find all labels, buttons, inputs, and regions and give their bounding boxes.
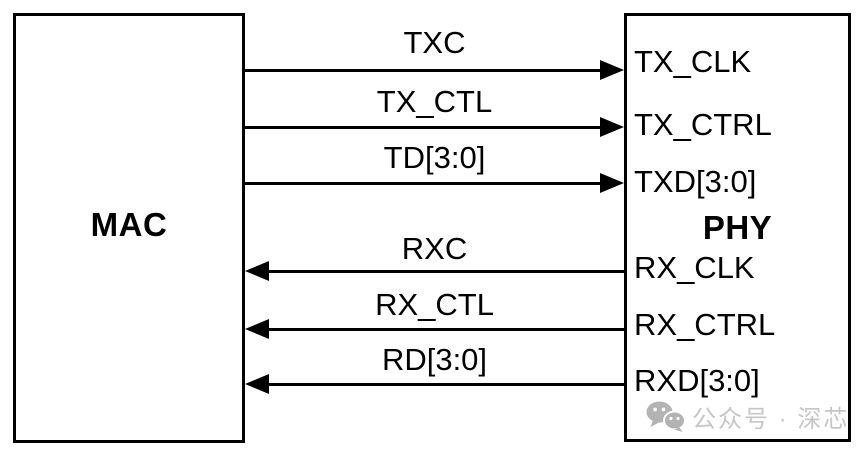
signal-wire-rxc (266, 270, 624, 273)
phy-port-label-rxd: RXD[3:0] (634, 363, 760, 398)
arrow-right-icon (600, 117, 624, 137)
signal-bus-label-tx-ctl: TX_CTL (376, 84, 493, 119)
signal-wire-rx-ctl (266, 328, 624, 331)
phy-port-label-rx-ctrl: RX_CTRL (634, 307, 776, 342)
arrow-right-icon (600, 173, 624, 193)
phy-block: PHY (624, 13, 851, 442)
watermark-text: 公众号 · 深芯 (692, 405, 850, 433)
arrow-left-icon (245, 261, 269, 281)
phy-port-label-tx-ctrl: TX_CTRL (634, 107, 772, 142)
signal-bus-label-txc: TXC (403, 25, 466, 60)
signal-wire-tx-ctl (245, 126, 603, 129)
phy-port-label-tx-clk: TX_CLK (634, 44, 752, 79)
signal-wire-txc (245, 69, 603, 72)
wechat-icon (646, 401, 686, 437)
phy-port-label-rx-clk: RX_CLK (634, 250, 755, 285)
arrow-right-icon (600, 60, 624, 80)
mac-block: MAC (13, 13, 245, 443)
arrow-left-icon (245, 319, 269, 339)
phy-block-label: PHY (702, 209, 773, 246)
signal-bus-label-td: TD[3:0] (383, 140, 486, 175)
signal-bus-label-rxc: RXC (401, 231, 468, 266)
mac-block-label: MAC (90, 206, 168, 243)
watermark: 公众号 · 深芯 (646, 401, 849, 437)
signal-wire-td (245, 182, 603, 185)
signal-wire-rd (266, 383, 624, 386)
phy-port-label-txd: TXD[3:0] (634, 164, 757, 199)
signal-bus-label-rd: RD[3:0] (381, 342, 488, 377)
arrow-left-icon (245, 374, 269, 394)
signal-bus-label-rx-ctl: RX_CTL (375, 287, 494, 322)
